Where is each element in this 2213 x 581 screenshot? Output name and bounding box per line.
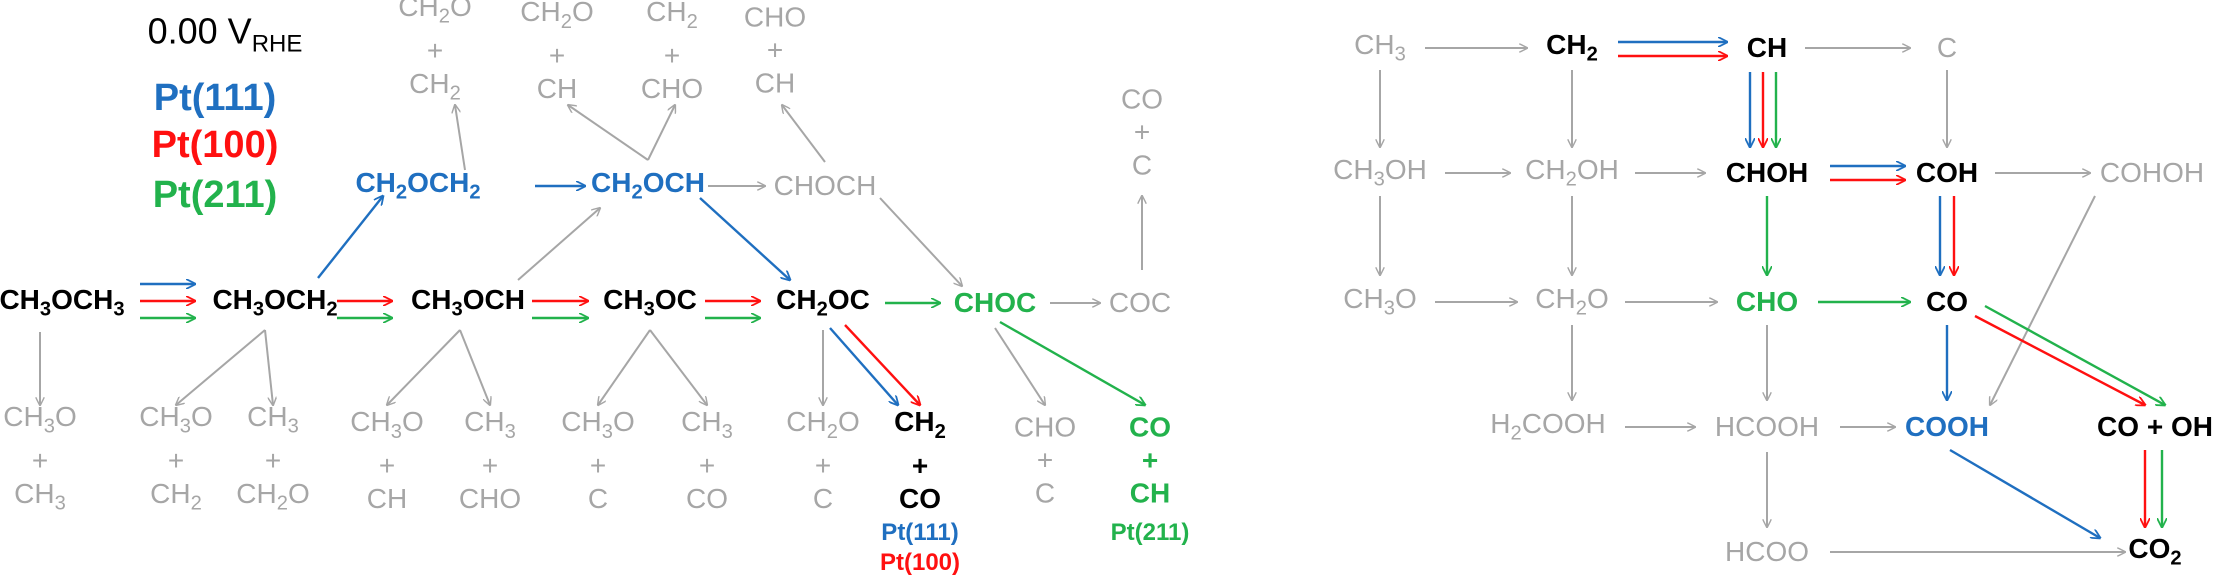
arrow-gray-32: [994, 327, 1045, 405]
arrow-red-31: [844, 324, 920, 405]
arrow-gray-16: [517, 208, 600, 281]
left-node-choc: CHOC: [953, 287, 1037, 318]
arrow-gray-27: [598, 329, 651, 405]
left-node-b-ch3o-ch: CH3O+CH: [350, 406, 424, 514]
arrow-gray-15: [879, 197, 962, 286]
potential-label: 0.00 VRHE: [148, 13, 303, 56]
left-node-t-cho-ch: CHO+CH: [743, 1, 807, 99]
left-note-pt100: Pt(100): [879, 549, 961, 576]
right-node-ch3o: CH3O: [1343, 283, 1417, 320]
right-node-hcoo: HCOO: [1725, 536, 1809, 567]
left-node-b-ch3o-ch3: CH3O+CH3: [3, 400, 77, 515]
right-node-cho: CHO: [1735, 286, 1799, 317]
arrow-blue-30: [829, 327, 898, 405]
right-node-co-oh: CO + OH: [2097, 411, 2213, 442]
left-node-choch: CHOCH: [773, 170, 877, 201]
arrow-blue-11: [317, 196, 383, 279]
right-node-ch3oh: CH3OH: [1333, 154, 1427, 191]
left-node-b-ch3o-ch2: CH3O+CH2: [139, 400, 213, 515]
right-node-ch2: CH2: [1546, 29, 1598, 66]
left-node-ch2oc: CH2OC: [776, 284, 870, 321]
potential-sub: RHE: [251, 30, 303, 58]
left-node-b-co-ch: CO+CH: [1129, 411, 1171, 509]
legend-pt211: Pt(211): [152, 174, 278, 216]
arrow-gray-21: [782, 105, 826, 163]
left-node-coc: COC: [1108, 287, 1172, 318]
arrow-gray-24: [264, 329, 273, 405]
arrow-red-61: [1974, 314, 2145, 405]
arrow-gray-20: [647, 105, 675, 161]
arrow-blue-14: [699, 197, 790, 280]
left-node-b-ch2-co: CH2+CO: [894, 406, 946, 514]
right-node-h2cooh: H2COOH: [1490, 408, 1606, 445]
arrow-gray-25: [387, 329, 461, 405]
left-node-t-ch2o-ch2: CH2O+CH2: [398, 0, 472, 105]
left-node-b-ch3-ch2o: CH3+CH2O: [236, 400, 310, 515]
right-node-co: CO: [1926, 286, 1968, 317]
arrow-blue-67: [1949, 448, 2100, 538]
left-node-ch3och3: CH3OCH3: [0, 284, 125, 321]
left-node-t-ch2-cho: CH2+CHO: [640, 0, 704, 104]
right-node-cooh: COOH: [1905, 411, 1989, 442]
right-node-coh: COH: [1915, 157, 1979, 188]
arrow-gray-26: [459, 329, 490, 405]
right-node-co2: CO2: [2128, 533, 2182, 570]
potential-main: 0.00 V: [147, 10, 252, 52]
left-node-b-ch3o-c: CH3O+C: [561, 406, 635, 514]
arrow-green-62: [1984, 304, 2165, 405]
right-node-ch: CH: [1746, 32, 1788, 63]
left-node-ch2och2: CH2OCH2: [355, 167, 481, 204]
left-node-ch3oc: CH3OC: [603, 284, 697, 321]
legend-pt100: Pt(100): [151, 124, 279, 166]
right-node-ch3: CH3: [1354, 29, 1406, 66]
left-node-ch2och: CH2OCH: [591, 167, 705, 204]
right-node-ch2oh: CH2OH: [1525, 154, 1619, 191]
right-node-ch2o: CH2O: [1535, 283, 1609, 320]
left-node-b-ch2o-c: CH2O+C: [786, 406, 860, 514]
left-node-b-ch3-cho: CH3+CHO: [458, 406, 522, 514]
left-note-pt111: Pt(111): [881, 519, 959, 546]
right-node-hcooh: HCOOH: [1714, 411, 1820, 442]
arrow-gray-28: [649, 329, 707, 405]
arrow-gray-54: [1990, 195, 2096, 405]
legend-pt111: Pt(111): [153, 77, 277, 119]
right-node-choh: CHOH: [1725, 157, 1809, 188]
arrow-gray-18: [455, 105, 466, 171]
left-node-ch3och2: CH3OCH2: [212, 284, 338, 321]
left-node-b-ch3-co: CH3+CO: [681, 406, 733, 514]
right-node-c: C: [1936, 32, 1958, 63]
arrow-gray-19: [568, 105, 649, 161]
left-node-ch3och: CH3OCH: [411, 284, 525, 321]
arrows-layer: [40, 42, 2165, 552]
left-node-b-cho-c: CHO+C: [1013, 411, 1077, 509]
left-node-t-ch2o-ch: CH2O+CH: [520, 0, 594, 104]
right-node-cohoh: COHOH: [2099, 157, 2205, 188]
left-node-co-c-top: CO+C: [1121, 83, 1163, 181]
left-note-pt211: Pt(211): [1110, 519, 1190, 546]
arrow-green-33: [999, 320, 1145, 405]
arrow-gray-23: [176, 329, 266, 405]
